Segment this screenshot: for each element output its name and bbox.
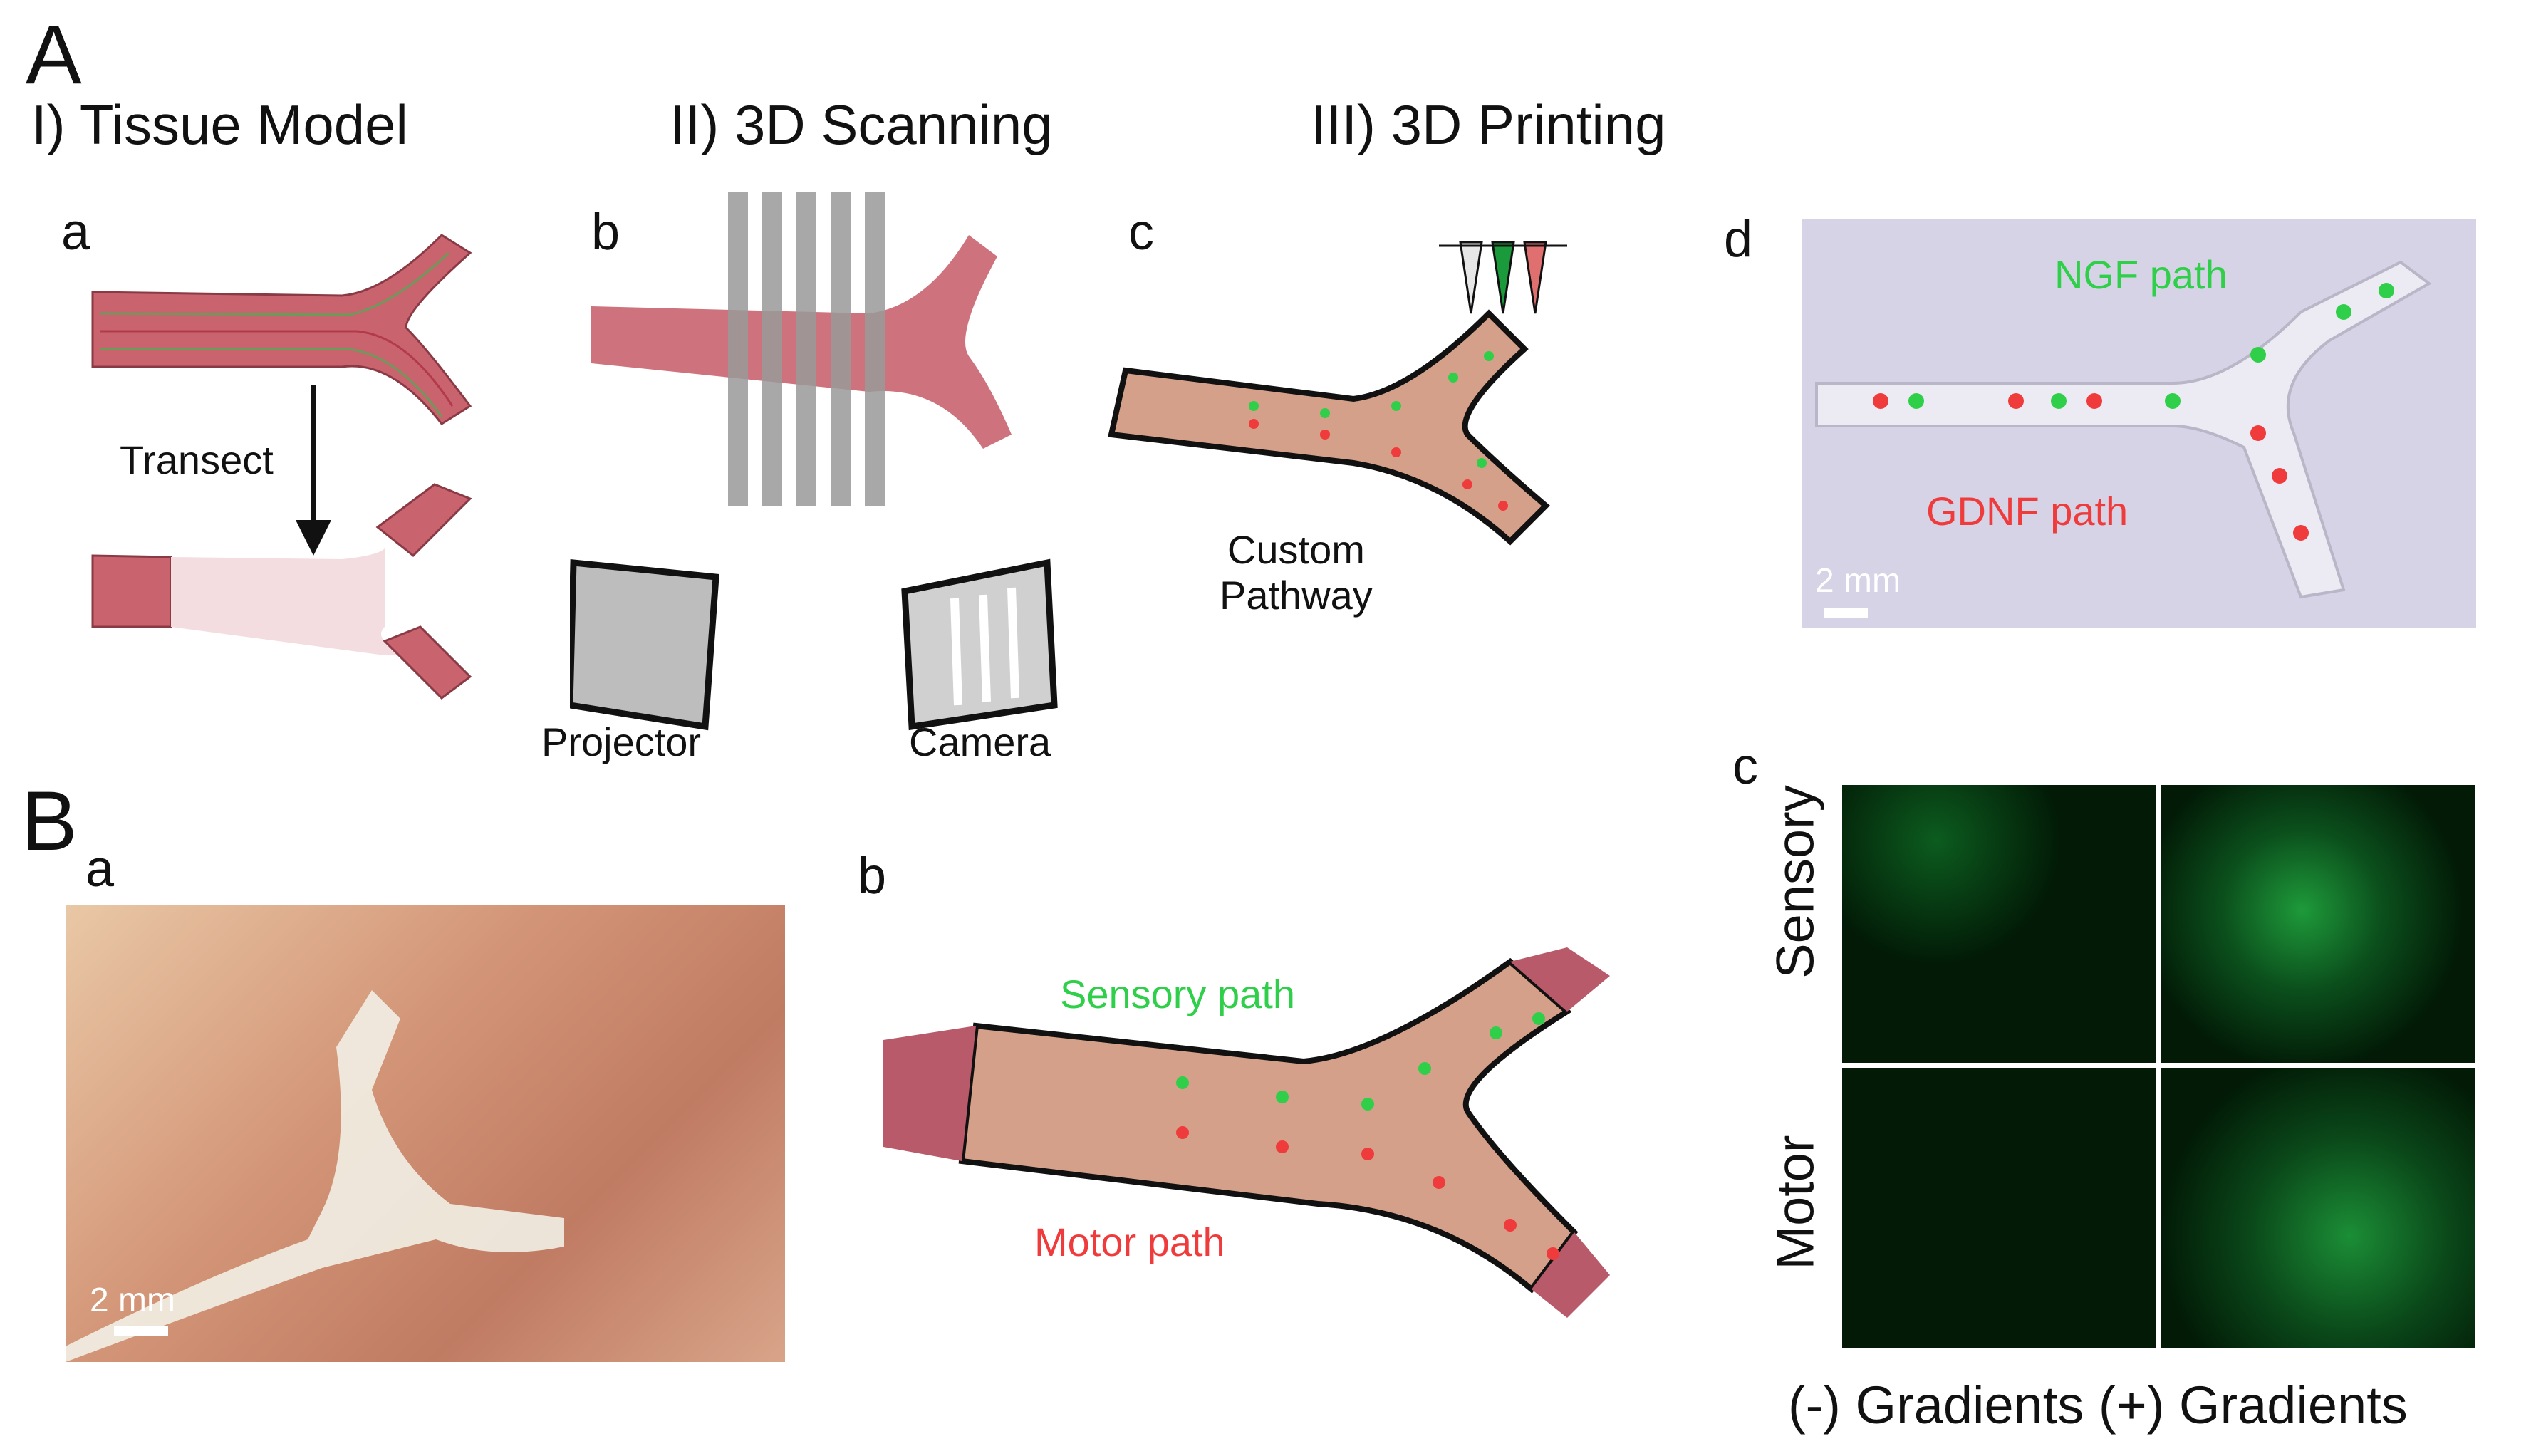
subpanel-c-letter: c bbox=[1128, 204, 1154, 261]
sensory-dots bbox=[1176, 1012, 1545, 1111]
motor-dots bbox=[1176, 1126, 1559, 1260]
transected-nerve bbox=[91, 483, 472, 700]
section-title-3d-printing: III) 3D Printing bbox=[1311, 93, 1666, 156]
custom-pathway-label: Custom Pathway bbox=[1220, 527, 1373, 618]
implanted-conduit-drawing bbox=[66, 990, 564, 1362]
row-label-motor: Motor bbox=[1765, 1135, 1825, 1270]
projected-stripes bbox=[728, 192, 885, 506]
conduit-photo: NGF path GDNF path 2 mm bbox=[1802, 219, 2476, 628]
intact-nerve bbox=[91, 234, 472, 425]
scanning-illustration bbox=[570, 192, 1058, 731]
scale-bar-a-text: 2 mm bbox=[90, 1281, 175, 1319]
subpanel-b-a-letter: a bbox=[85, 841, 115, 898]
arrow-down-icon bbox=[296, 385, 331, 556]
ngf-path-label: NGF path bbox=[2054, 252, 2228, 297]
micrograph-sensory-minus bbox=[1842, 785, 2156, 1063]
section-title-3d-scanning: II) 3D Scanning bbox=[670, 93, 1053, 156]
panel-a-letter: A bbox=[26, 8, 82, 102]
sensory-path-label: Sensory path bbox=[1060, 972, 1295, 1016]
camera-label: Camera bbox=[909, 719, 1051, 764]
row-label-sensory: Sensory bbox=[1765, 785, 1825, 979]
micrograph-motor-minus bbox=[1842, 1068, 2156, 1348]
implant-photo: 2 mm bbox=[66, 905, 785, 1362]
red-path-dots bbox=[1249, 419, 1508, 511]
section-title-tissue-model: I) Tissue Model bbox=[31, 93, 408, 156]
micrograph-motor-plus bbox=[2161, 1068, 2475, 1348]
scale-bar-d-text: 2 mm bbox=[1815, 562, 1901, 600]
column-labels: (-) Gradients (+) Gradients bbox=[1788, 1376, 2408, 1435]
projector-label: Projector bbox=[541, 719, 702, 764]
printing-illustration bbox=[1108, 241, 1567, 546]
subpanel-b-c-letter: c bbox=[1732, 738, 1758, 795]
subpanel-b-b-letter: b bbox=[858, 848, 887, 905]
micrograph-sensory-plus bbox=[2161, 785, 2475, 1063]
projector-icon bbox=[570, 559, 719, 731]
micrograph-grid bbox=[1842, 785, 2475, 1348]
green-path-dots bbox=[1249, 351, 1494, 468]
y-conduit-drawing bbox=[1815, 260, 2432, 599]
scale-bar-d bbox=[1824, 608, 1868, 618]
pipette-tips bbox=[1439, 241, 1567, 314]
subpanel-b-letter: b bbox=[591, 204, 620, 261]
gdnf-path-label: GDNF path bbox=[1926, 489, 2129, 534]
subpanel-d-letter: d bbox=[1724, 211, 1753, 268]
scale-bar-a bbox=[114, 1326, 168, 1336]
sensory-motor-schematic bbox=[883, 947, 1610, 1318]
camera-icon bbox=[901, 558, 1058, 731]
transect-label: Transect bbox=[120, 437, 274, 482]
panel-b-letter: B bbox=[21, 774, 78, 868]
subpanel-a-letter: a bbox=[61, 204, 90, 261]
tissue-model-illustration bbox=[91, 234, 472, 700]
motor-path-label: Motor path bbox=[1034, 1220, 1225, 1264]
